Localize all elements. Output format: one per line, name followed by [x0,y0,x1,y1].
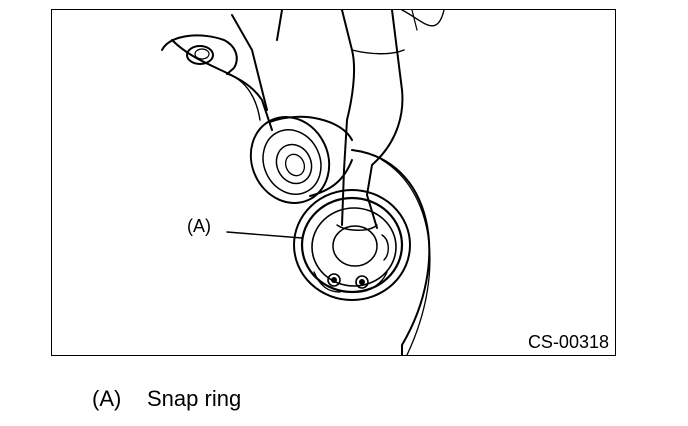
figure-code: CS-00318 [527,332,609,352]
snap-ring-outer [300,196,404,294]
callout-leader-line [226,231,303,239]
legend-text: Snap ring [147,386,242,411]
mounting-tab [161,34,238,75]
shaft-right [366,10,404,229]
housing-outline [351,149,431,355]
bearing-eye-outer [249,116,331,204]
legend: (A) Snap ring [92,384,241,414]
snap-ring-inner [311,207,397,287]
figure-frame: (A) CS-00318 [51,9,616,356]
arm-body [171,39,273,131]
ring-housing-outer [293,189,411,301]
shaft-end [332,225,378,267]
snap-ring-eyelet-right [355,275,369,289]
arm-top [231,14,268,111]
snap-ring-illustration [161,10,445,355]
shaft-left [341,10,356,226]
housing-outline-inner [381,159,431,355]
callout-label-a: (A) [187,216,211,236]
snap-ring-eyelet-left [327,273,341,287]
legend-marker: (A) [92,386,122,411]
mounting-hole [186,45,214,65]
